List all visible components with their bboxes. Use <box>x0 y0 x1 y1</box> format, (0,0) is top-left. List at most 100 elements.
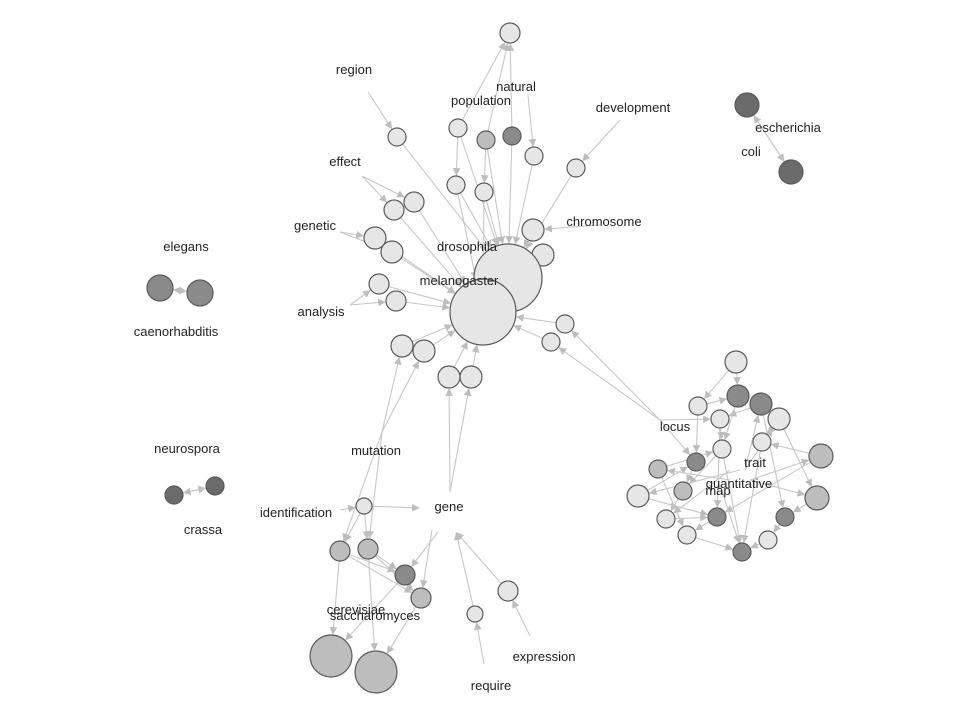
graph-edge <box>173 286 188 295</box>
graph-edge <box>582 119 621 162</box>
graph-edge <box>750 541 761 549</box>
graph-node <box>459 365 483 389</box>
graph-edge <box>388 286 451 306</box>
graph-edge <box>381 356 402 433</box>
graph-node <box>734 92 760 118</box>
graph-edge <box>183 487 207 496</box>
graph-node <box>726 384 750 408</box>
graph-edge <box>673 469 731 514</box>
graph-edge <box>783 428 812 487</box>
graph-edge <box>512 164 533 245</box>
graph-edge <box>459 192 492 249</box>
graph-edge <box>689 455 717 485</box>
graph-edge <box>692 414 701 453</box>
graph-edge <box>749 458 810 481</box>
graph-node <box>710 409 730 429</box>
graph-node <box>524 146 544 166</box>
graph-edge <box>349 289 371 306</box>
node-label-require: require <box>471 678 511 693</box>
graph-node <box>732 542 752 562</box>
graph-node <box>309 634 353 678</box>
graph-edge <box>717 427 725 440</box>
node-label-drosophila: drosophila <box>437 239 498 254</box>
node-label-identification: identification <box>260 505 332 520</box>
node-label-effect: effect <box>329 154 361 169</box>
graph-edge <box>329 560 340 635</box>
graph-edge <box>344 512 361 542</box>
graph-edge <box>695 537 734 551</box>
graph-edge <box>381 360 419 433</box>
node-label-coli: coli <box>741 144 761 159</box>
graph-node <box>707 507 727 527</box>
graph-edge <box>342 431 383 542</box>
graph-edge <box>474 622 485 665</box>
graph-edge <box>361 175 405 198</box>
graph-edge <box>418 210 466 284</box>
graph-edge <box>349 553 396 573</box>
graph-node <box>648 459 668 479</box>
node-label-gene: gene <box>435 499 464 514</box>
graph-node <box>778 159 804 185</box>
graph-node <box>474 182 494 202</box>
graph-edge <box>480 148 489 183</box>
graph-edge <box>402 143 487 252</box>
graph-edge <box>339 504 356 513</box>
graph-edge <box>361 175 387 203</box>
graph-node <box>752 432 772 452</box>
graph-edge <box>362 513 371 539</box>
graph-node <box>412 339 436 363</box>
graph-node <box>656 509 676 529</box>
node-layer <box>146 22 834 694</box>
node-label-elegans: elegans <box>163 239 209 254</box>
graph-edge <box>704 369 730 400</box>
graph-node <box>686 452 706 472</box>
node-label-chromosome: chromosome <box>566 214 641 229</box>
graph-edge <box>461 41 506 121</box>
graph-node <box>749 392 773 416</box>
graph-edge <box>485 200 501 246</box>
graph-node <box>499 22 521 44</box>
graph-edge <box>661 477 684 527</box>
graph-edge <box>648 498 709 517</box>
graph-edge <box>420 529 433 588</box>
graph-edge <box>367 91 393 130</box>
graph-node <box>329 540 351 562</box>
graph-node <box>724 350 748 374</box>
graph-node <box>688 396 708 416</box>
label-layer: naturalpopulationregiondevelopmenteffect… <box>134 62 822 693</box>
graph-node <box>673 481 693 501</box>
graph-node <box>555 314 575 334</box>
node-label-escherichia: escherichia <box>755 120 822 135</box>
graph-edge <box>453 341 468 368</box>
graph-edge <box>733 372 741 385</box>
graph-edge <box>723 406 736 441</box>
graph-node <box>164 485 184 505</box>
node-label-mutation: mutation <box>351 443 401 458</box>
graph-node <box>146 274 174 302</box>
graph-edge <box>386 606 417 654</box>
graph-edge <box>558 347 661 421</box>
graph-node <box>357 538 379 560</box>
graph-node <box>368 273 390 295</box>
graph-node <box>380 240 404 264</box>
node-label-quantitative: quantitative <box>706 476 773 491</box>
graph-node <box>476 130 496 150</box>
graph-edge <box>719 484 741 544</box>
graph-node <box>758 530 778 550</box>
graph-edge <box>724 461 811 513</box>
graph-edge <box>723 457 743 543</box>
graph-edge <box>368 558 378 651</box>
graph-edge <box>694 521 710 531</box>
graph-node <box>410 587 432 609</box>
graph-edge <box>432 330 456 346</box>
graph-node <box>804 485 830 511</box>
graph-edge <box>411 324 453 343</box>
graph-node <box>354 650 398 694</box>
graph-edge <box>506 43 515 128</box>
graph-edge <box>457 193 479 280</box>
graph-edge <box>456 532 502 584</box>
graph-node <box>677 525 697 545</box>
graph-edge <box>487 42 510 132</box>
graph-node <box>363 226 387 250</box>
